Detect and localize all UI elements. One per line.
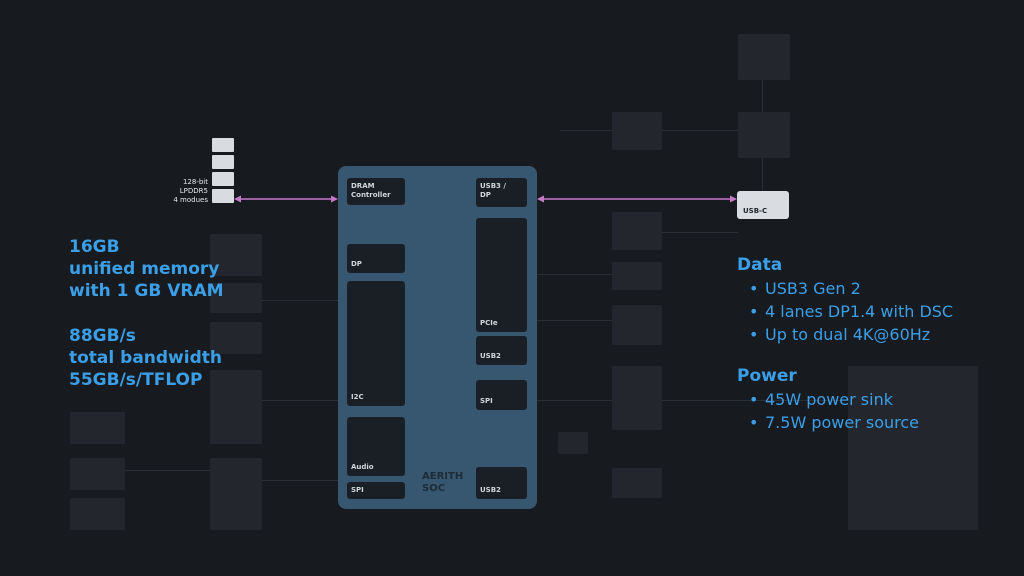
bg-line: [762, 80, 763, 112]
memory-bandwidth: 88GB/s total bandwidth 55GB/s/TFLOP: [69, 325, 222, 391]
bg-block: [210, 458, 262, 530]
bg-line: [537, 320, 612, 321]
memory-module: [212, 138, 234, 152]
soc-name: AERITH SOC: [422, 471, 464, 494]
bg-block: [210, 234, 262, 276]
bg-block: [612, 212, 662, 250]
memory-vram-line: with 1 GB VRAM: [69, 281, 224, 301]
memory-module: [212, 155, 234, 169]
bg-block: [612, 305, 662, 345]
bg-block: [70, 412, 125, 444]
bg-line: [537, 400, 612, 401]
memory-module: [212, 189, 234, 203]
bandwidth-per-tflop-line: 55GB/s/TFLOP: [69, 370, 203, 390]
data-heading: Data: [737, 255, 783, 275]
bg-block: [70, 498, 125, 530]
bg-block: [70, 458, 125, 490]
dp-block: DP: [347, 244, 405, 273]
bg-block: [612, 468, 662, 498]
memory-module: [212, 172, 234, 186]
bg-line: [125, 470, 210, 471]
audio-block: Audio: [347, 417, 405, 476]
usbc-port: USB-C: [737, 191, 789, 219]
spi-right-block: SPI: [476, 380, 527, 410]
usbc-link-arrow: [537, 195, 737, 203]
power-list: •45W power sink •7.5W power source: [749, 388, 919, 434]
spi-left-block: SPI: [347, 482, 405, 499]
pcie-block: PCIe: [476, 218, 527, 332]
memory-headline: 16GB unified memory with 1 GB VRAM: [69, 236, 224, 302]
bg-line: [262, 480, 338, 481]
list-item: •4 lanes DP1.4 with DSC: [749, 302, 954, 321]
bg-line: [762, 158, 763, 191]
bg-block: [612, 262, 662, 290]
i2c-block: I2C: [347, 281, 405, 406]
bg-block: [210, 370, 262, 444]
bg-block: [848, 366, 978, 530]
bg-block: [738, 34, 790, 80]
bandwidth-value-line: 88GB/s: [69, 326, 136, 346]
data-list: •USB3 Gen 2 •4 lanes DP1.4 with DSC •Up …: [749, 277, 953, 346]
bg-line: [662, 130, 738, 131]
list-item: •7.5W power source: [749, 413, 920, 432]
aerith-soc: DRAM Controller DP I2C Audio SPI USB3 / …: [338, 166, 537, 509]
bg-block: [612, 366, 662, 430]
bg-line: [262, 400, 338, 401]
memory-link-arrow: [234, 195, 338, 203]
bg-line: [662, 400, 848, 401]
memory-type-line: unified memory: [69, 259, 220, 279]
usb2-bottom-block: USB2: [476, 467, 527, 499]
dram-controller-block: DRAM Controller: [347, 178, 405, 205]
bg-line: [662, 232, 738, 233]
bg-line: [560, 130, 612, 131]
bg-block: [612, 112, 662, 150]
bg-line: [262, 300, 338, 301]
bg-block: [210, 283, 262, 313]
memory-label: 128-bit LPDDR5 4 modues: [173, 178, 208, 204]
bg-block: [210, 322, 262, 354]
usb2-top-block: USB2: [476, 336, 527, 365]
usb3-dp-block: USB3 / DP: [476, 178, 527, 207]
bg-line: [537, 274, 612, 275]
bg-block: [738, 112, 790, 158]
bg-block: [558, 432, 588, 454]
list-item: •45W power sink: [749, 390, 893, 409]
power-heading: Power: [737, 366, 797, 386]
list-item: •Up to dual 4K@60Hz: [749, 325, 931, 344]
list-item: •USB3 Gen 2: [749, 279, 861, 298]
bandwidth-label-line: total bandwidth: [69, 348, 222, 368]
memory-size-line: 16GB: [69, 237, 120, 257]
